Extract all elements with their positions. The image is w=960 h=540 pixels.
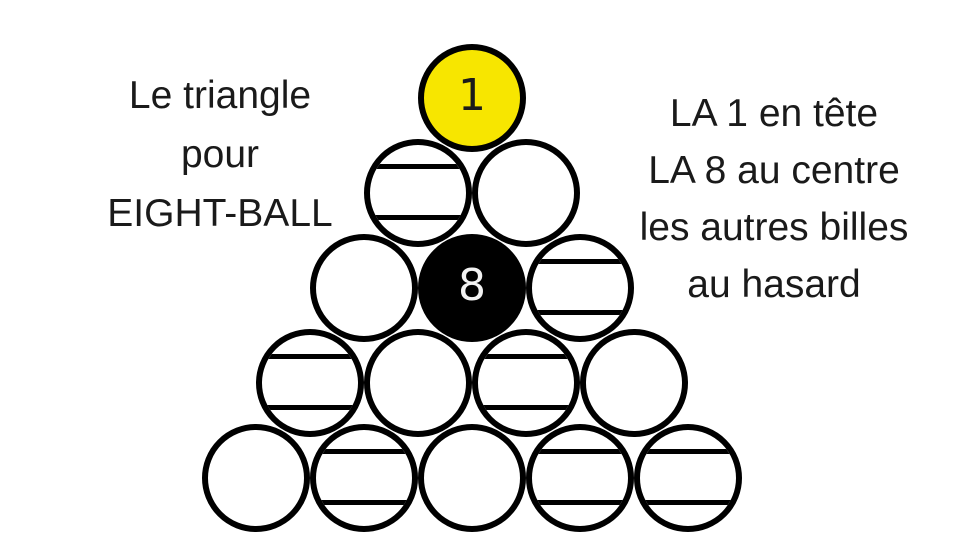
right-note-line-3: les autres billes xyxy=(639,206,909,249)
stripe-line xyxy=(316,500,412,506)
ball-plain xyxy=(310,234,418,342)
right-note: LA 1 en tête LA 8 au centre les autres b… xyxy=(596,85,952,313)
stripe-line xyxy=(640,449,736,455)
ball-plain xyxy=(472,139,580,247)
stripe-line xyxy=(262,354,358,360)
stripe-line xyxy=(532,500,628,506)
ball-striped xyxy=(364,139,472,247)
stripe-line xyxy=(532,449,628,455)
stripe-line xyxy=(370,215,466,221)
left-title-line-3: EIGHT-BALL xyxy=(107,192,333,235)
ball-striped xyxy=(256,329,364,437)
ball-striped xyxy=(526,234,634,342)
stripe-line xyxy=(532,259,628,265)
left-title: Le triangle pour EIGHT-BALL xyxy=(70,66,370,243)
ball-1-yellow: 1 xyxy=(418,44,526,152)
stripe-line xyxy=(478,405,574,411)
stripe-line xyxy=(478,354,574,360)
ball-plain xyxy=(364,329,472,437)
stripe-line xyxy=(316,449,412,455)
ball-striped xyxy=(472,329,580,437)
stripe-line xyxy=(370,164,466,170)
ball-striped xyxy=(634,424,742,532)
ball-plain xyxy=(202,424,310,532)
ball-number-8: 8 xyxy=(458,260,486,311)
ball-plain xyxy=(580,329,688,437)
stripe-line xyxy=(262,405,358,411)
left-title-line-2: pour xyxy=(180,133,260,176)
stripe-line xyxy=(640,500,736,506)
right-note-line-1: LA 1 en tête xyxy=(669,92,879,135)
ball-striped xyxy=(526,424,634,532)
ball-8-black: 8 xyxy=(418,234,526,342)
right-note-line-4: au hasard xyxy=(687,263,861,306)
right-note-line-2: LA 8 au centre xyxy=(648,149,900,192)
stripe-line xyxy=(532,310,628,316)
left-title-line-1: Le triangle xyxy=(128,74,312,117)
ball-number-1: 1 xyxy=(458,70,486,121)
ball-striped xyxy=(310,424,418,532)
ball-plain xyxy=(418,424,526,532)
